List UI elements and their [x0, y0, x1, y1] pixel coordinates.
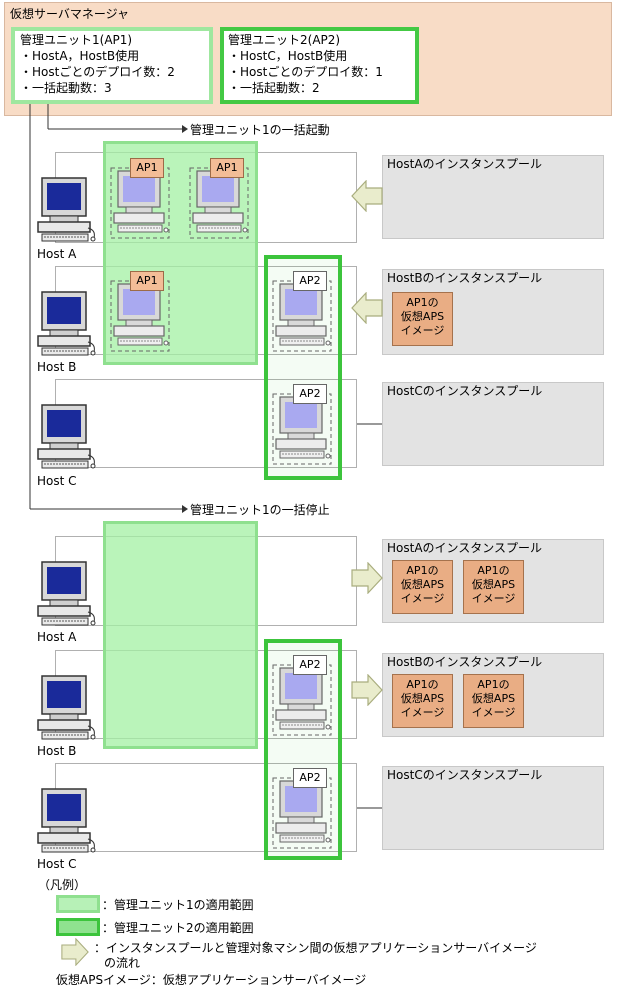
unit1-line-3: ・Hostごとのデプロイ数：2	[20, 65, 175, 79]
unit-1-range-bottom	[103, 521, 258, 749]
image-line-3: イメージ	[471, 706, 516, 719]
legend-unit-1-text: ：管理ユニット1の適用範囲	[102, 898, 254, 912]
ap2-label: AP2	[293, 384, 327, 404]
image-line-2: 仮想APS	[471, 578, 516, 591]
arrow-left-icon	[350, 180, 384, 212]
unit2-line-4: ・一括起動数：2	[228, 81, 320, 95]
host-b-pool-bottom-label: HostBのインスタンスプール	[387, 655, 543, 669]
arrow-left-icon	[350, 292, 384, 324]
host-a-pool-bottom-label: HostAのインスタンスプール	[387, 541, 543, 555]
image-line-1: AP1の	[406, 678, 439, 691]
unit1-line-1: 管理ユニット1(AP1)	[20, 33, 133, 47]
host-c-computer-icon	[36, 403, 96, 475]
legend-arrow-icon	[58, 938, 92, 966]
host-c-computer-icon	[36, 787, 96, 859]
ap2-label: AP2	[293, 271, 327, 291]
legend-heading: （凡例）	[38, 878, 87, 892]
host-b-label-top: Host B	[37, 360, 77, 374]
section-stop-label: 管理ユニット1の一括停止	[190, 503, 330, 517]
ap1-label: AP1	[130, 158, 164, 178]
host-a-pool-top-label: HostAのインスタンスプール	[387, 157, 543, 171]
host-b-computer-icon	[36, 290, 96, 362]
ap2-label: AP2	[293, 655, 327, 675]
host-a-computer-icon	[36, 176, 96, 248]
ap1-image-bottom: AP1の 仮想APS イメージ	[463, 674, 524, 728]
legend-unit-2-swatch	[56, 918, 100, 936]
host-c-pool-bottom-label: HostCのインスタンスプール	[387, 768, 543, 782]
host-a-computer-icon	[36, 560, 96, 632]
host-c-label-bottom: Host C	[37, 857, 77, 871]
image-line-1: AP1の	[406, 564, 439, 577]
image-line-3: イメージ	[400, 706, 445, 719]
ap2-label: AP2	[293, 768, 327, 788]
host-a-label-top: Host A	[37, 247, 77, 261]
manager-title: 仮想サーバマネージャ	[10, 7, 130, 21]
arrow-right-icon	[350, 674, 384, 706]
image-line-2: 仮想APS	[400, 578, 445, 591]
ap1-image-bottom: AP1の 仮想APS イメージ	[463, 560, 524, 614]
management-unit-1-box	[11, 27, 213, 104]
arrow-right-icon	[350, 562, 384, 594]
legend-flow-text-cont: の流れ	[104, 956, 141, 970]
host-a-pool-top	[382, 155, 604, 239]
host-c-pool-bottom	[382, 766, 604, 850]
ap1-label: AP1	[130, 271, 164, 291]
unit2-line-1: 管理ユニット2(AP2)	[228, 33, 341, 47]
host-c-label-top: Host C	[37, 474, 77, 488]
unit1-line-4: ・一括起動数：3	[20, 81, 112, 95]
host-a-label-bottom: Host A	[37, 630, 77, 644]
host-b-computer-icon	[36, 674, 96, 746]
image-line-3: イメージ	[471, 592, 516, 605]
host-b-label-bottom: Host B	[37, 744, 77, 758]
unit1-line-2: ・HostA，HostB使用	[20, 49, 140, 63]
management-unit-2-box	[220, 27, 419, 104]
unit2-line-3: ・Hostごとのデプロイ数：1	[228, 65, 383, 79]
image-line-2: 仮想APS	[400, 310, 445, 323]
image-line-1: AP1の	[477, 678, 510, 691]
section-start-label: 管理ユニット1の一括起動	[190, 123, 330, 137]
legend-note: 仮想APSイメージ：仮想アプリケーションサーバイメージ	[56, 973, 367, 987]
image-line-3: イメージ	[400, 324, 445, 337]
image-line-3: イメージ	[400, 592, 445, 605]
ap1-image-bottom: AP1の 仮想APS イメージ	[392, 674, 453, 728]
image-line-1: AP1の	[406, 296, 439, 309]
host-c-pool-top	[382, 382, 604, 466]
ap1-image-bottom: AP1の 仮想APS イメージ	[392, 560, 453, 614]
image-line-2: 仮想APS	[400, 692, 445, 705]
host-c-pool-top-label: HostCのインスタンスプール	[387, 384, 543, 398]
unit2-line-2: ・HostC，HostB使用	[228, 49, 348, 63]
ap1-label: AP1	[210, 158, 244, 178]
legend-unit-1-swatch	[56, 895, 100, 913]
ap1-image-top: AP1の 仮想APS イメージ	[392, 292, 453, 346]
legend-flow-text: ：インスタンスプールと管理対象マシン間の仮想アプリケーションサーバイメージ	[94, 941, 537, 955]
legend-unit-2-text: ：管理ユニット2の適用範囲	[102, 921, 254, 935]
image-line-2: 仮想APS	[471, 692, 516, 705]
image-line-1: AP1の	[477, 564, 510, 577]
host-b-pool-top-label: HostBのインスタンスプール	[387, 271, 543, 285]
